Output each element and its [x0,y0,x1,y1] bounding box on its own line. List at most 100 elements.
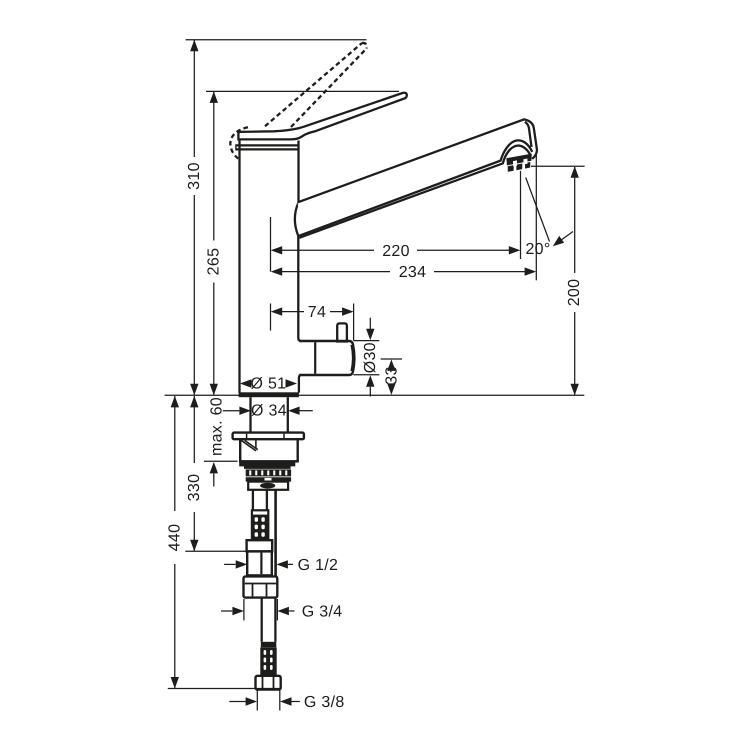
faucet-outline [229,41,539,691]
g12-fitting [245,539,274,577]
dimension-330: 330 [186,395,203,552]
g12-flange [245,539,274,553]
spray-angle-line [525,177,551,242]
dimension-g12-part-3 [276,560,288,569]
dimension-440: 440 [166,395,183,689]
dimension-234: 234 [270,264,537,281]
knurl-slots-part-2 [255,470,258,476]
dimension-310-part-4 [190,383,199,396]
knurl-slots-part-6 [279,470,282,476]
dimension-74-part-4 [342,307,354,316]
spout-bottom-and-beak [298,139,534,237]
dimension-265-part-4 [209,383,218,396]
faucet-body [238,140,302,393]
braid2-fill [260,647,277,676]
braid2-slots-part-4 [270,657,273,663]
dimension-d51-part-1 [239,379,252,388]
dimension-330-part-4 [190,539,199,552]
side-outlet [299,322,356,377]
dimension-20deg: 20° [525,230,574,258]
braid2-slots-part-6 [270,665,273,670]
knurl-slots-part-7 [285,470,288,476]
dashed-lever-tip [361,41,368,49]
braid1-slots-part-2 [261,517,265,522]
dimension-d34-part-3 [239,406,251,415]
dimension-200-part-4 [570,383,579,396]
g34-outline [242,575,279,599]
dimension-g38-part-3 [280,697,292,706]
dashed-lever-edge-right [290,47,368,128]
dimension-74-part-3 [270,307,283,316]
dimension-g12-part-2 [235,560,248,569]
spout-crease-and-beak-inner [298,144,532,239]
cartridge-ring [235,144,298,151]
dim-label-d51: Ø 51 [250,375,286,392]
mounting-nut [239,461,296,491]
pipe-collar [260,641,277,648]
braid2-slots-part-1 [263,650,267,655]
mounting-shank [249,397,289,433]
clamp-diagonal-b [244,439,259,451]
dimension-d51: Ø 51 [239,375,297,392]
handle-raised-dashed [229,41,368,162]
dimension-g34-part-3 [277,606,289,616]
dimension-d30-part-3 [366,375,375,387]
dimension-max60-part-1 [209,461,218,474]
outlet-body [299,339,356,377]
braid1-slots-part-5 [254,532,258,537]
aerator-teeth-gaps [513,158,528,167]
dimension-265: 265 [205,91,222,396]
dimension-440-part-3 [170,395,179,408]
braid1-slots-part-4 [261,524,265,530]
dimension-g12: G 1/2 [224,557,338,574]
dim-label-200: 200 [566,279,583,307]
braid1-slots-part-1 [254,517,258,522]
dimensions: 310 265 330 440 [166,39,583,711]
dimension-33: 33 [384,359,401,395]
dimension-33-part-2 [387,383,396,395]
dim-label-234: 234 [399,264,427,281]
knurl-slots-part-1 [249,470,252,476]
dim-label-20deg: 20° [525,241,550,258]
dim-label-d34: Ø 34 [251,403,287,420]
dimension-310: 310 [186,39,203,396]
dimension-440-part-4 [170,677,179,689]
dimension-234-part-3 [270,267,283,276]
clamp-diagonal-a [240,439,257,452]
dimension-220: 220 [270,243,521,260]
dimension-220-part-4 [508,246,521,255]
body-fill [239,140,299,393]
spout-end-face [524,120,533,148]
dimension-220-part-3 [270,246,283,255]
dimension-200: 200 [566,166,583,396]
knurl-slots-part-4 [267,470,270,476]
outlet-nipple [336,322,349,343]
dim-label-d30: Ø30 [362,342,379,373]
spout-top-outline [297,118,539,204]
hose2-braid [260,647,277,676]
g38-nut [254,674,282,691]
dim-label-220: 220 [382,243,410,260]
dim-label-330: 330 [186,474,203,502]
braid2-slots-part-3 [263,657,267,663]
dimension-d34-part-4 [288,406,300,415]
handle-lever [237,91,408,141]
spout [297,118,539,239]
dim-label-max60: max. 60 [208,397,225,456]
dimension-d30-part-2 [366,328,375,341]
dimension-310-part-3 [190,39,199,52]
dimension-33-part-1 [387,359,396,371]
braid1-fill [252,514,269,540]
dim-label-310: 310 [186,162,203,190]
dimension-g34: G 3/4 [221,604,342,621]
knurl-slots [249,470,288,476]
dim-label-g12: G 1/2 [298,557,339,574]
g12-body [245,550,273,577]
hose-grommet [260,482,276,489]
dimension-200-part-3 [570,166,579,178]
mounting-bracket [238,438,299,463]
braid2-slots-part-5 [263,665,267,670]
supply-hoses [242,489,282,691]
dimension-234-part-4 [524,267,537,276]
